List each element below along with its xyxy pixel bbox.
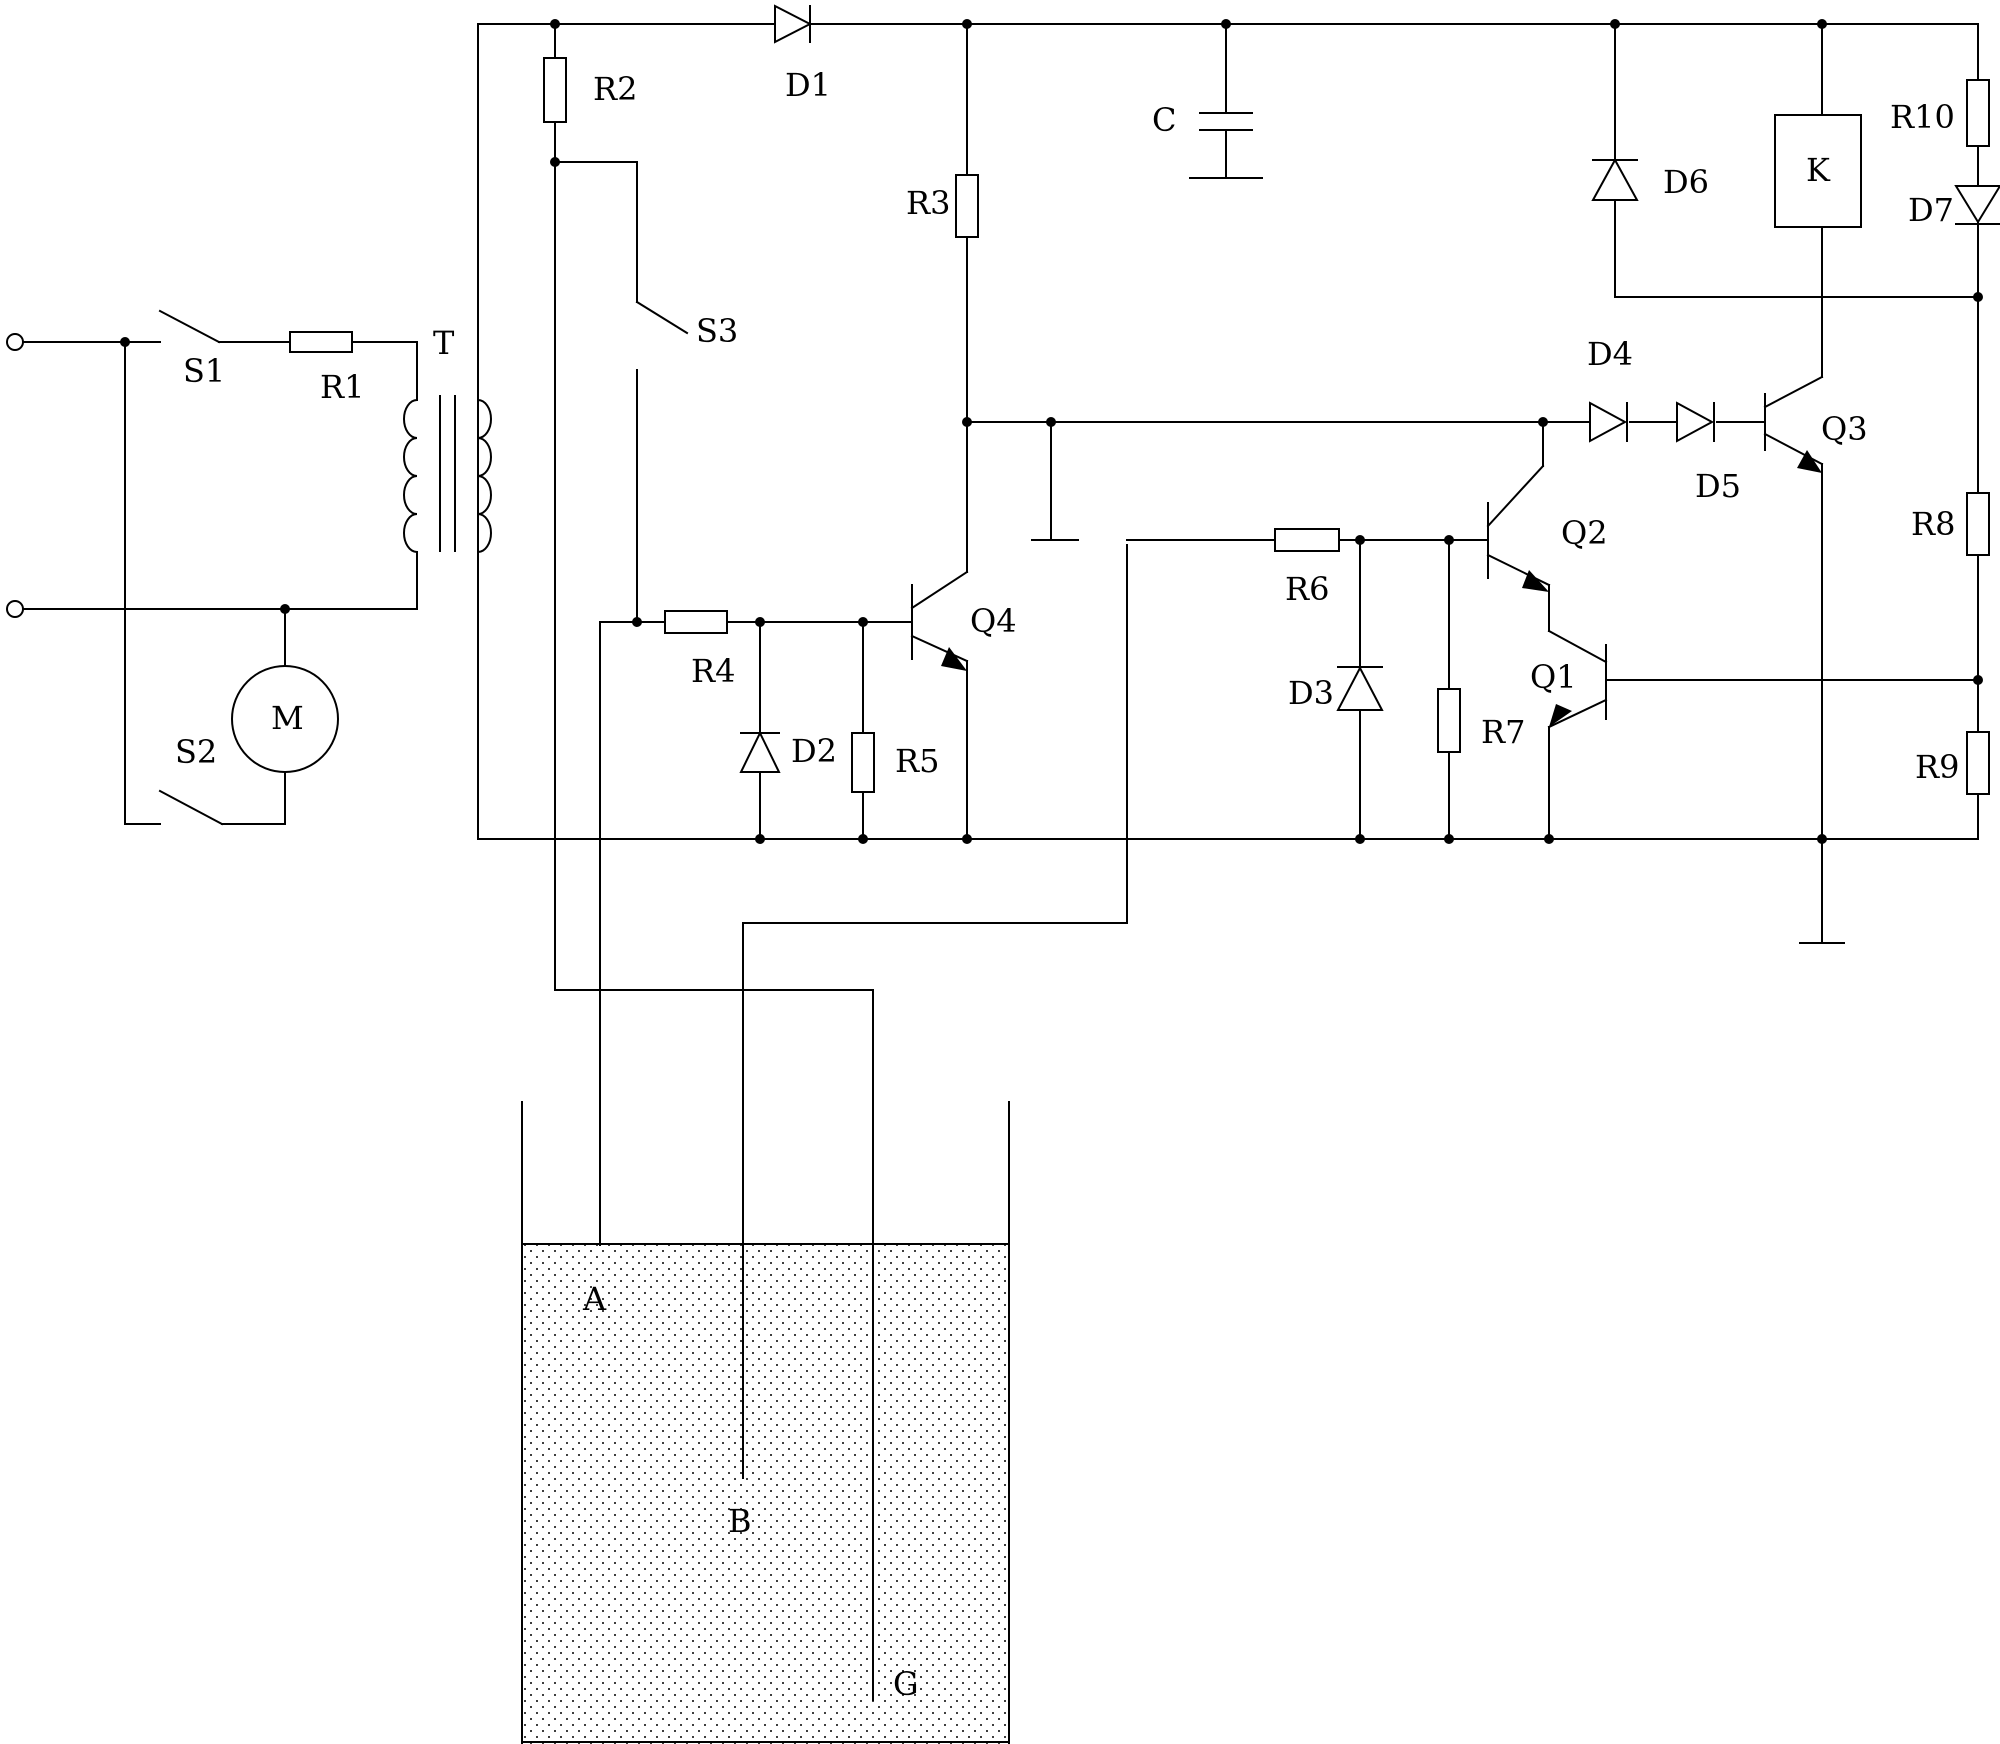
- transistor-q1: [1547, 629, 1608, 729]
- label-r3: R3: [906, 184, 950, 222]
- resistor-r3: [955, 174, 979, 238]
- label-d2: D2: [791, 732, 837, 770]
- transistor-q4: [862, 570, 969, 671]
- label-q3: Q3: [1821, 410, 1868, 448]
- capacitor-c: [1189, 112, 1263, 179]
- resistor-r2: [543, 57, 567, 123]
- label-t: T: [433, 324, 455, 362]
- input-terminal-bottom: [6, 600, 24, 618]
- label-r1: R1: [320, 368, 364, 406]
- resistor-r5: [851, 732, 875, 793]
- resistor-r9: [1966, 731, 1990, 795]
- label-d7: D7: [1908, 191, 1954, 229]
- transistor-q2: [1486, 464, 1551, 592]
- diode-d4: [1589, 401, 1628, 443]
- label-r4: R4: [691, 652, 735, 690]
- diode-d2: [739, 730, 781, 773]
- labels: S1 R1 T S2 M R2 S3 R4 D2 R5 D1 R3 Q4 C D…: [175, 66, 1959, 1703]
- transistor-q3: [1763, 375, 1824, 473]
- resistor-r10: [1966, 79, 1990, 147]
- resistors: [289, 57, 1990, 795]
- label-a: A: [582, 1280, 607, 1318]
- diode-d3: [1336, 665, 1384, 711]
- label-r2: R2: [593, 70, 637, 108]
- transformer-t: [403, 395, 492, 554]
- label-b: B: [728, 1502, 752, 1540]
- label-d5: D5: [1695, 467, 1741, 505]
- label-r8: R8: [1911, 505, 1955, 543]
- label-r9: R9: [1915, 748, 1959, 786]
- liquid-tank: [521, 1101, 1010, 1744]
- resistor-r1: [289, 331, 353, 353]
- switch-s1: [158, 309, 221, 344]
- junction-dots: [120, 19, 1983, 844]
- diode-d1: [774, 4, 813, 44]
- resistor-r7: [1437, 688, 1461, 753]
- label-s3: S3: [696, 312, 738, 350]
- diodes: [739, 4, 2000, 773]
- resistor-r4: [664, 610, 728, 634]
- label-r10: R10: [1890, 98, 1955, 136]
- label-q2: Q2: [1561, 514, 1608, 552]
- switches: [158, 300, 689, 826]
- label-r6: R6: [1285, 570, 1329, 608]
- label-s2: S2: [175, 733, 217, 771]
- label-q1: Q1: [1530, 658, 1577, 696]
- motor-m: [231, 665, 339, 773]
- resistor-r6: [1274, 528, 1340, 552]
- label-c: C: [1152, 101, 1176, 139]
- input-terminals: [6, 333, 24, 618]
- label-m: M: [271, 699, 304, 737]
- label-s1: S1: [183, 352, 225, 390]
- relay-coil-k: [1774, 114, 1862, 228]
- input-terminal-top: [6, 333, 24, 351]
- label-q4: Q4: [970, 602, 1017, 640]
- diode-d7: [1954, 185, 2000, 225]
- switch-s3: [635, 300, 689, 335]
- label-k: K: [1806, 151, 1831, 189]
- switch-s2: [158, 789, 224, 826]
- label-d3: D3: [1288, 674, 1334, 712]
- label-d6: D6: [1663, 163, 1709, 201]
- label-d4: D4: [1587, 335, 1633, 373]
- liquid: [522, 1245, 1009, 1744]
- diode-d6: [1591, 157, 1639, 201]
- resistor-r8: [1966, 492, 1990, 556]
- label-d1: D1: [785, 66, 831, 104]
- label-r5: R5: [895, 742, 939, 780]
- transistors: [862, 375, 1824, 729]
- label-r7: R7: [1481, 713, 1525, 751]
- label-g: G: [893, 1665, 919, 1703]
- diode-d5: [1676, 401, 1715, 443]
